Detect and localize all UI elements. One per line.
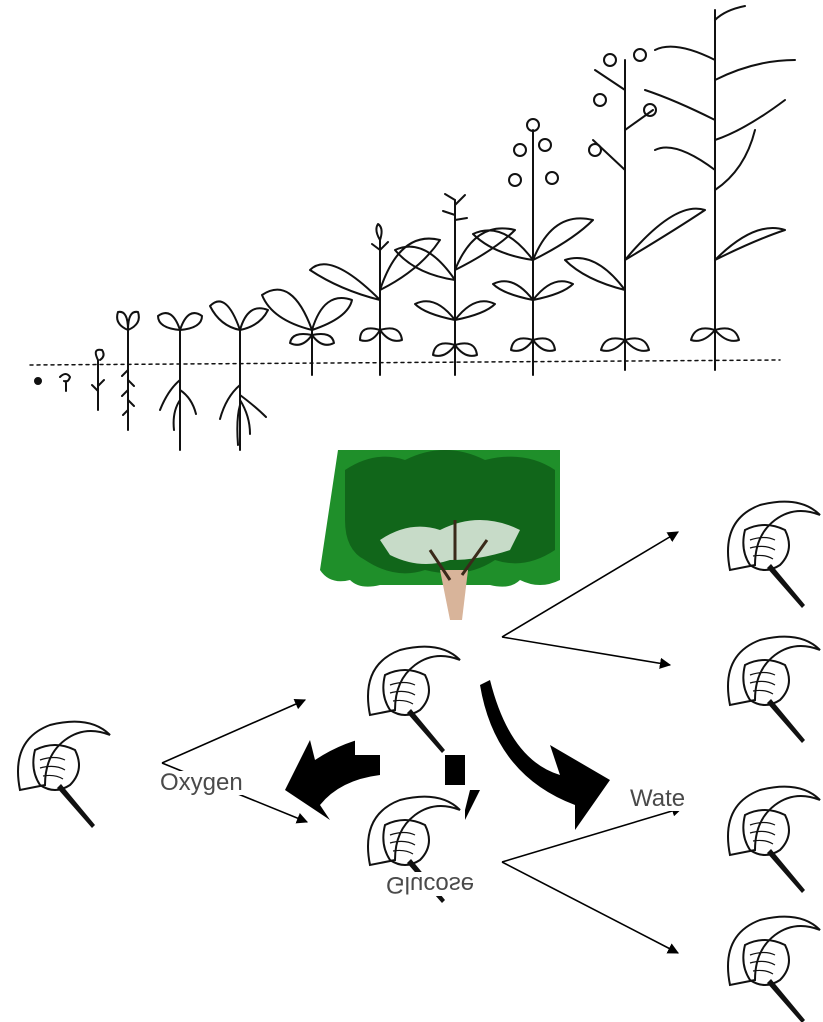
oxygen-label: Oxygen	[160, 771, 243, 795]
horseshoe-crab-icon-right-3	[715, 775, 823, 895]
horseshoe-crab-icon-top	[355, 635, 465, 755]
water-label: Wate	[630, 787, 685, 811]
horseshoe-crab-icon-left	[5, 710, 115, 830]
horseshoe-crab-icon-right-2	[715, 625, 823, 745]
horseshoe-crab-icon-right-4	[715, 905, 823, 1022]
horseshoe-crab-icon-right-1	[715, 490, 823, 610]
glucose-label: Glucose	[386, 872, 474, 896]
